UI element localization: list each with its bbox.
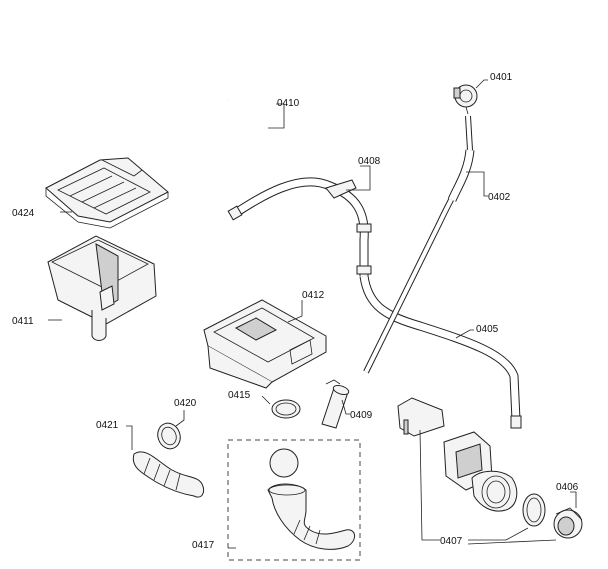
part-0405-long-hose <box>359 275 522 429</box>
label-0409: 0409 <box>350 410 373 421</box>
part-0401-pressure-switch <box>453 84 478 115</box>
part-0406-filter-cap <box>553 507 583 539</box>
label-0421: 0421 <box>96 420 119 431</box>
part-0424-dispenser-lid <box>45 157 169 229</box>
label-0424: 0424 <box>12 208 35 219</box>
label-0415: 0415 <box>228 390 251 401</box>
label-0401: 0401 <box>490 72 513 83</box>
part-0409-filter <box>321 379 350 429</box>
label-0410: 0410 <box>277 98 300 109</box>
label-0411: 0411 <box>12 316 34 327</box>
part-0408-hose <box>227 177 372 276</box>
label-0406: 0406 <box>556 482 579 493</box>
part-0406-gasket <box>522 493 546 527</box>
part-0411-dispenser-housing <box>47 235 157 341</box>
part-0420-gasket <box>157 422 181 450</box>
label-0417: 0417 <box>192 540 215 551</box>
label-0420: 0420 <box>174 398 197 409</box>
part-0407-drain-pump <box>397 397 518 512</box>
label-0408: 0408 <box>358 156 381 167</box>
label-0407: 0407 <box>440 536 463 547</box>
label-0405: 0405 <box>476 324 499 335</box>
label-0402: 0402 <box>488 192 511 203</box>
part-0421-bellows-hose <box>132 451 205 498</box>
part-group-0417-frame <box>227 439 361 561</box>
label-0412: 0412 <box>302 290 325 301</box>
part-0410-hook-hose <box>226 96 268 151</box>
part-0402-pressure-tube <box>363 115 475 374</box>
part-0412-detergent-drawer <box>203 299 327 389</box>
part-0417-sump-hose <box>267 448 355 550</box>
